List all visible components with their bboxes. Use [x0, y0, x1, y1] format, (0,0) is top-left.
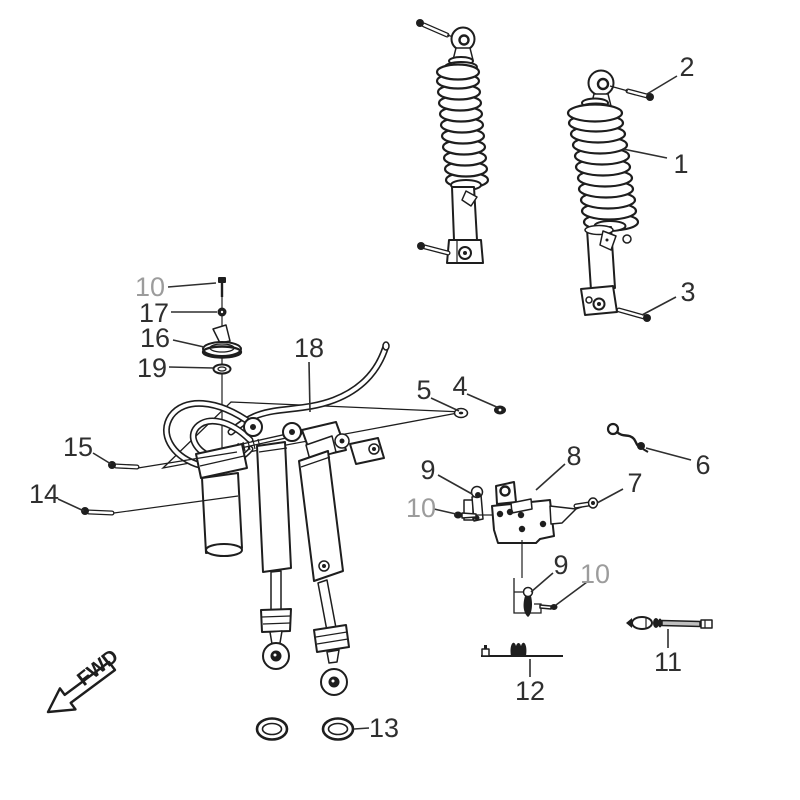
callout-1: 1: [673, 149, 688, 179]
rod-12: [481, 642, 563, 657]
lower-bracket-assembly: [513, 540, 558, 617]
lower-clevis: [446, 239, 484, 264]
callout-11: 11: [654, 647, 682, 677]
bolt-10-lower: [539, 604, 558, 610]
callout-9-lower: 9: [553, 550, 568, 580]
callout-7: 7: [627, 468, 642, 498]
washer-19: [212, 363, 232, 375]
callout-8: 8: [566, 441, 581, 471]
retainer-clip-9-lower: [522, 586, 534, 617]
shock-absorber-1: [566, 69, 640, 316]
coil-spring: [566, 103, 640, 232]
callout-3: 3: [680, 277, 695, 307]
callout-6: 6: [695, 450, 710, 480]
bolt-2: [609, 85, 654, 101]
shock-absorber-left: [416, 19, 490, 264]
callout-2: 2: [679, 52, 694, 82]
callout-15: 15: [63, 432, 93, 462]
callout-13: 13: [369, 713, 399, 743]
callout-10-lower: 10: [580, 559, 610, 589]
callout-labels: 1 2 3 4 5 6 7 8 9 10 9 10 10 17 16 19 18…: [29, 52, 711, 743]
cable-11: [626, 616, 713, 630]
wire-clip-6: [606, 422, 649, 453]
callout-10-right: 10: [406, 493, 436, 523]
lower-mount-bolt-icon: [417, 242, 451, 256]
callout-14: 14: [29, 479, 59, 509]
steering-damper-assembly: [163, 341, 390, 696]
lower-clevis: [580, 285, 618, 316]
cylinder-right: [298, 435, 350, 696]
nut-17: [217, 307, 227, 317]
cylinder-left: [256, 441, 292, 670]
bracket-8: [491, 481, 577, 544]
callout-4: 4: [452, 371, 467, 401]
coil-spring: [435, 63, 490, 189]
fwd-arrow: FWD: [46, 645, 123, 714]
cap-16: [201, 324, 243, 359]
upper-mount-bolt-icon: [416, 19, 458, 39]
callout-5: 5: [416, 375, 431, 405]
bolt-3: [616, 307, 651, 322]
bolt-10-left: [218, 277, 226, 297]
leader-lines: [57, 75, 692, 730]
callout-16: 16: [140, 323, 170, 353]
callout-9-upper: 9: [420, 455, 435, 485]
callout-19: 19: [137, 353, 167, 383]
callout-17: 17: [139, 298, 169, 328]
hardware-column: [201, 277, 243, 462]
reservoir-canister: [195, 443, 248, 557]
bolt-14: [81, 495, 239, 516]
bracket-8-assembly: [454, 422, 649, 544]
callout-10-left: 10: [135, 272, 165, 302]
bolt-7: [573, 497, 599, 510]
callout-12: 12: [515, 676, 545, 706]
fwd-arrow-shape: [46, 660, 117, 714]
callout-18: 18: [294, 333, 324, 363]
bolt-10-upper: [454, 511, 492, 519]
o-rings-13: [255, 717, 355, 741]
